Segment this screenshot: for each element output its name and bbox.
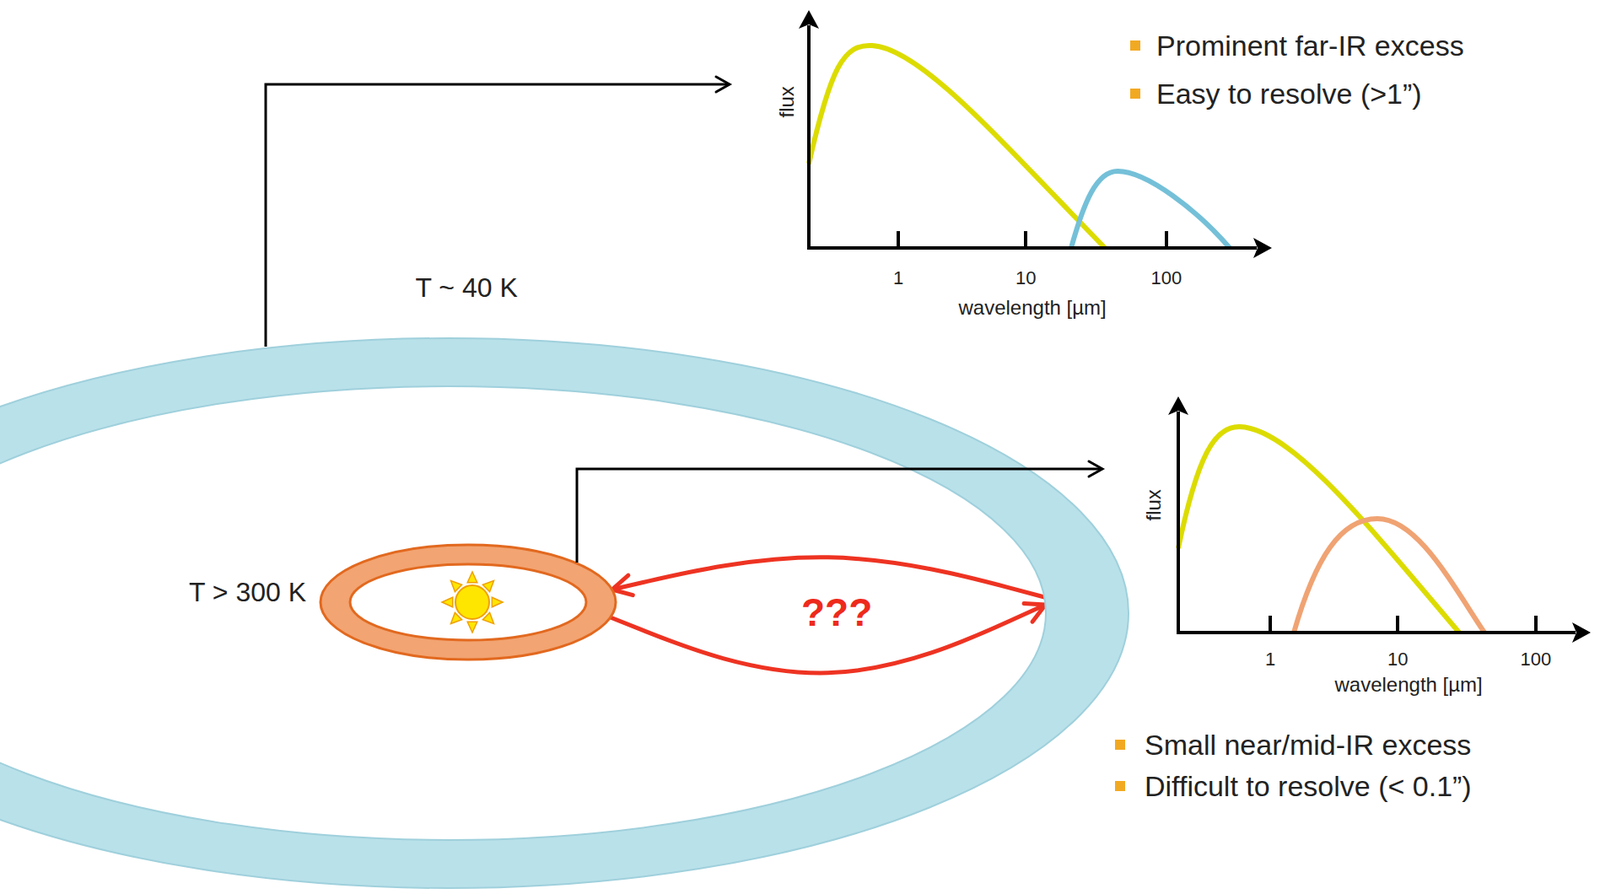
axis-arrowhead xyxy=(1253,237,1272,259)
temperature-label: T ~ 40 K xyxy=(415,272,518,304)
bullet-text: Difficult to resolve (< 0.1”) xyxy=(1144,770,1472,803)
stellar-curve xyxy=(808,45,1105,248)
sun-ray xyxy=(491,597,503,608)
stellar-curve xyxy=(1178,426,1460,633)
axis-arrowhead xyxy=(1572,622,1591,643)
leader-arrowhead xyxy=(716,76,730,92)
warm-dust-curve xyxy=(1293,518,1485,633)
question-marks: ??? xyxy=(801,590,873,636)
tick-label: 1 xyxy=(893,267,904,289)
axis-tick xyxy=(1395,615,1400,633)
sun-ray xyxy=(441,597,453,608)
outer-dust-ring: T ~ 40 KT > 300 K xyxy=(0,336,1131,890)
leader-line xyxy=(265,84,728,347)
x-axis xyxy=(807,246,1257,250)
axis-tick xyxy=(1534,615,1538,633)
ring-outline xyxy=(0,336,1131,890)
bullet-square xyxy=(1115,739,1126,750)
ring-shape xyxy=(0,338,1129,889)
y-axis xyxy=(1176,411,1180,635)
axis-tick xyxy=(1164,231,1169,248)
bullet-square xyxy=(1130,88,1141,99)
axis-tick xyxy=(1268,615,1272,633)
axis-title: flux xyxy=(774,86,798,118)
bullet-text: Small near/mid-IR excess xyxy=(1144,728,1471,762)
x-axis xyxy=(1176,630,1576,635)
bullet-square xyxy=(1115,781,1126,792)
bullet-text: Prominent far-IR excess xyxy=(1156,29,1465,63)
tick-label: 1 xyxy=(1265,648,1276,670)
sun-ray xyxy=(467,621,478,633)
axis-title: wavelength [µm] xyxy=(1335,673,1483,697)
tick-label: 10 xyxy=(1387,648,1408,670)
ring-outline xyxy=(318,543,618,662)
inner-dust-ring: T > 300 K xyxy=(318,543,618,662)
sun-ray xyxy=(467,571,478,583)
y-axis xyxy=(807,25,811,250)
axis-tick xyxy=(1023,231,1028,248)
cold-dust-curve xyxy=(1071,171,1230,248)
axis-arrowhead xyxy=(1168,396,1189,415)
leader-arrowhead xyxy=(1088,461,1103,477)
sun-disc xyxy=(455,585,490,620)
tick-label: 10 xyxy=(1015,267,1036,289)
axis-arrowhead xyxy=(798,10,819,29)
bullet-square xyxy=(1130,40,1141,51)
bullet-text: Easy to resolve (>1”) xyxy=(1156,77,1423,111)
temperature-label: T > 300 K xyxy=(188,576,307,609)
axis-title: wavelength [µm] xyxy=(958,296,1107,320)
leader-line xyxy=(576,468,1101,563)
tick-label: 100 xyxy=(1520,648,1552,670)
axis-tick xyxy=(896,231,900,248)
ring-shape xyxy=(320,544,616,660)
sun-rays xyxy=(441,571,503,633)
axis-title: flux xyxy=(1141,489,1165,521)
tick-label: 100 xyxy=(1151,267,1183,289)
